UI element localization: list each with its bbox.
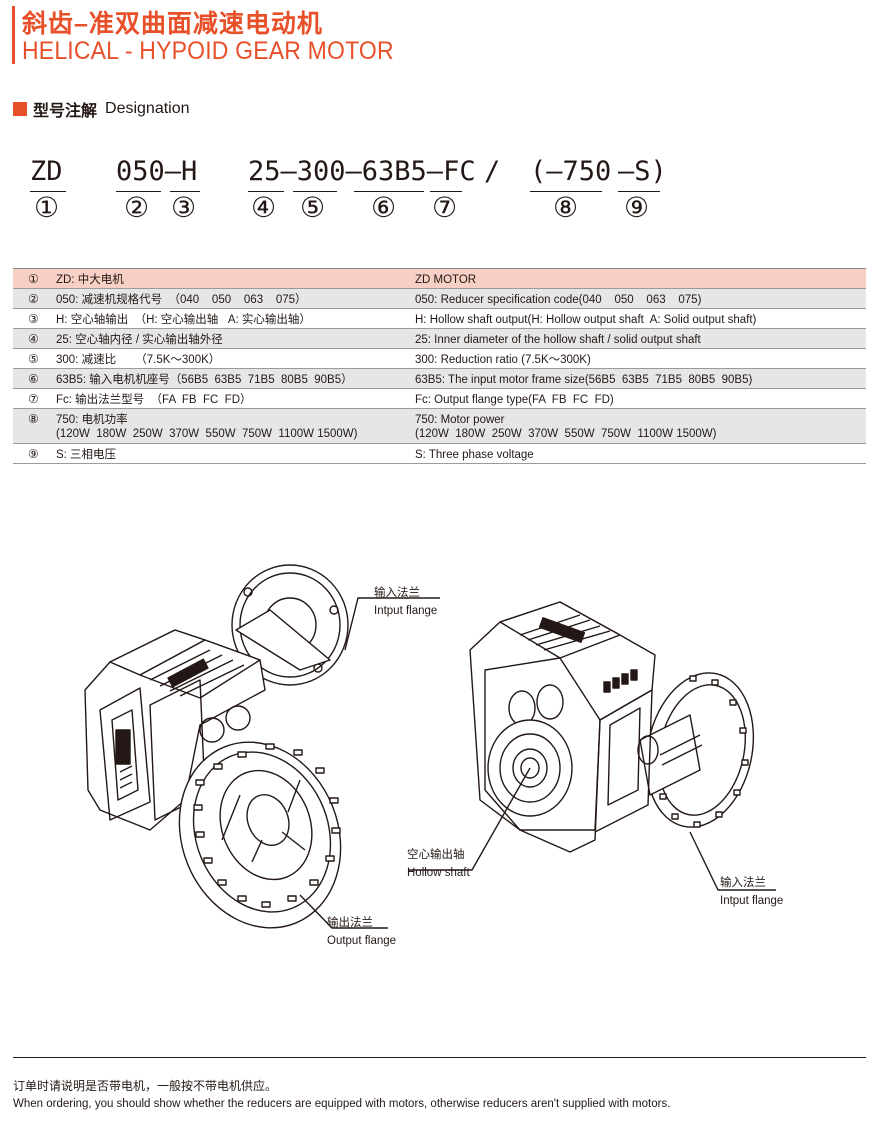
row-text-en: 050: Reducer specification code(040 050 … — [415, 294, 702, 306]
code-underline — [116, 191, 161, 192]
table-row: ⑥ 63B5: 输入电机机座号（56B5 63B5 71B5 80B5 90B5… — [13, 369, 866, 389]
callout-label-en: Intput flange — [720, 895, 784, 907]
section-title-cn: 型号注解 — [33, 103, 98, 120]
table-row: ⑤ 300: 减速比 （7.5K～300K） 300: Reduction ra… — [13, 349, 866, 369]
footer-divider — [13, 1057, 866, 1058]
row-text-cn: 300: 减速比 （7.5K～300K） — [56, 354, 221, 366]
code-underline — [430, 191, 462, 192]
marker-1: ① — [34, 191, 60, 224]
row-text-cn: S: 三相电压 — [56, 449, 117, 461]
row-text-cn: 63B5: 输入电机机座号（56B5 63B5 71B5 80B5 90B5） — [56, 374, 353, 386]
code-part-slash: / — [484, 156, 501, 187]
row-text-cn: 050: 减速机规格代号 （040 050 063 075） — [56, 294, 307, 306]
marker-7: ⑦ — [432, 191, 458, 224]
marker-9: ⑨ — [624, 191, 650, 224]
right-gear-motor-drawing — [469, 601, 755, 853]
product-illustration: 输入法兰 Intput flange 输出法兰 Output flange 空心… — [0, 540, 880, 980]
page-title-en: HELICAL - HYPOID GEAR MOTOR — [22, 37, 394, 65]
order-note-en: When ordering, you should show whether t… — [13, 1098, 671, 1110]
row-number: ⑦ — [28, 392, 39, 406]
row-number: ⑥ — [28, 372, 39, 386]
code-underline — [530, 191, 602, 192]
row-number: ⑧ — [28, 412, 39, 426]
callout-label-cn: 输出法兰 — [327, 917, 373, 929]
code-underline — [248, 191, 284, 192]
code-underline — [30, 191, 66, 192]
table-row: ③ H: 空心轴输出 （H: 空心输出轴 A: 实心输出轴） H: Hollow… — [13, 309, 866, 329]
row-text-en: 300: Reduction ratio (7.5K～300K) — [415, 354, 591, 366]
code-underline — [618, 191, 660, 192]
marker-3: ③ — [171, 191, 197, 224]
code-underline — [170, 191, 200, 192]
row-text-en: 63B5: The input motor frame size(56B5 63… — [415, 374, 753, 386]
designation-table: ① ZD: 中大电机 ZD MOTOR ② 050: 减速机规格代号 （040 … — [13, 268, 866, 464]
row-text-en: ZD MOTOR — [415, 274, 477, 286]
table-row: ① ZD: 中大电机 ZD MOTOR — [13, 268, 866, 289]
leader-line-output-flange — [299, 894, 388, 929]
callout-hollow-shaft: 空心输出轴 Hollow shaft — [407, 846, 470, 879]
leader-line-hollow-shaft — [408, 767, 531, 871]
row-text-cn: 750: 电机功率 (120W 180W 250W 370W 550W 750W… — [56, 414, 358, 440]
title-accent-bar — [12, 6, 15, 64]
section-heading: 型号注解 Designation — [13, 97, 190, 121]
order-note-cn: 订单时请说明是否带电机，一般按不带电机供应。 — [13, 1079, 278, 1093]
code-part-power: (–750 — [530, 156, 612, 187]
code-underline — [354, 191, 424, 192]
callout-label-en: Hollow shaft — [407, 867, 470, 879]
row-number: ③ — [28, 312, 39, 326]
code-part-voltage: –S) — [618, 156, 667, 187]
page-title-cn: 斜齿–准双曲面减速电动机 — [22, 10, 323, 38]
callout-label-cn: 空心输出轴 — [407, 849, 465, 861]
row-number: ① — [28, 272, 39, 286]
callout-label-en: Output flange — [327, 935, 397, 947]
marker-6: ⑥ — [371, 191, 397, 224]
callout-input-flange-1: 输入法兰 Intput flange — [374, 584, 437, 617]
callout-input-flange-2: 输入法兰 Intput flange — [720, 874, 783, 907]
section-title-en: Designation — [105, 100, 190, 117]
marker-2: ② — [124, 191, 150, 224]
gear-motor-drawings — [84, 564, 776, 929]
table-row: ⑧ 750: 电机功率 (120W 180W 250W 370W 550W 75… — [13, 409, 866, 444]
marker-5: ⑤ — [300, 191, 326, 224]
row-number: ④ — [28, 332, 39, 346]
row-text-cn: Fc: 输出法兰型号 （FA FB FC FD） — [56, 394, 252, 406]
row-text-en: S: Three phase voltage — [415, 449, 534, 461]
callout-label-cn: 输入法兰 — [720, 877, 766, 889]
code-underline — [293, 191, 337, 192]
table-row: ④ 25: 空心轴内径 / 实心输出轴外径 25: Inner diameter… — [13, 329, 866, 349]
row-text-cn: ZD: 中大电机 — [56, 274, 124, 286]
callout-label-cn: 输入法兰 — [374, 587, 420, 599]
code-part-zd: ZD — [30, 156, 63, 187]
row-text-en: 750: Motor power (120W 180W 250W 370W 55… — [415, 414, 717, 440]
table-row: ⑦ Fc: 输出法兰型号 （FA FB FC FD） Fc: Output fl… — [13, 389, 866, 409]
table-row: ⑨ S: 三相电压 S: Three phase voltage — [13, 444, 866, 464]
row-text-cn: 25: 空心轴内径 / 实心输出轴外径 — [56, 334, 223, 346]
leader-line-input-flange-1 — [344, 597, 440, 651]
marker-8: ⑧ — [553, 191, 579, 224]
section-square-icon — [13, 102, 27, 116]
row-text-cn: H: 空心轴输出 （H: 空心输出轴 A: 实心输出轴） — [56, 314, 311, 326]
row-number: ② — [28, 292, 39, 306]
marker-4: ④ — [251, 191, 277, 224]
code-part-size: 050–H — [116, 156, 198, 187]
code-part-spec: 25–300–63B5–FC — [248, 156, 476, 187]
row-text-en: 25: Inner diameter of the hollow shaft /… — [415, 334, 701, 346]
left-gear-motor-drawing — [84, 564, 349, 929]
row-number: ⑨ — [28, 447, 39, 461]
leader-line-input-flange-2 — [689, 831, 776, 891]
callout-label-en: Intput flange — [374, 605, 438, 617]
table-row: ② 050: 减速机规格代号 （040 050 063 075） 050: Re… — [13, 289, 866, 309]
row-text-en: H: Hollow shaft output(H: Hollow output … — [415, 314, 757, 326]
row-number: ⑤ — [28, 352, 39, 366]
row-text-en: Fc: Output flange type(FA FB FC FD) — [415, 394, 614, 406]
callout-output-flange: 输出法兰 Output flange — [327, 914, 396, 947]
